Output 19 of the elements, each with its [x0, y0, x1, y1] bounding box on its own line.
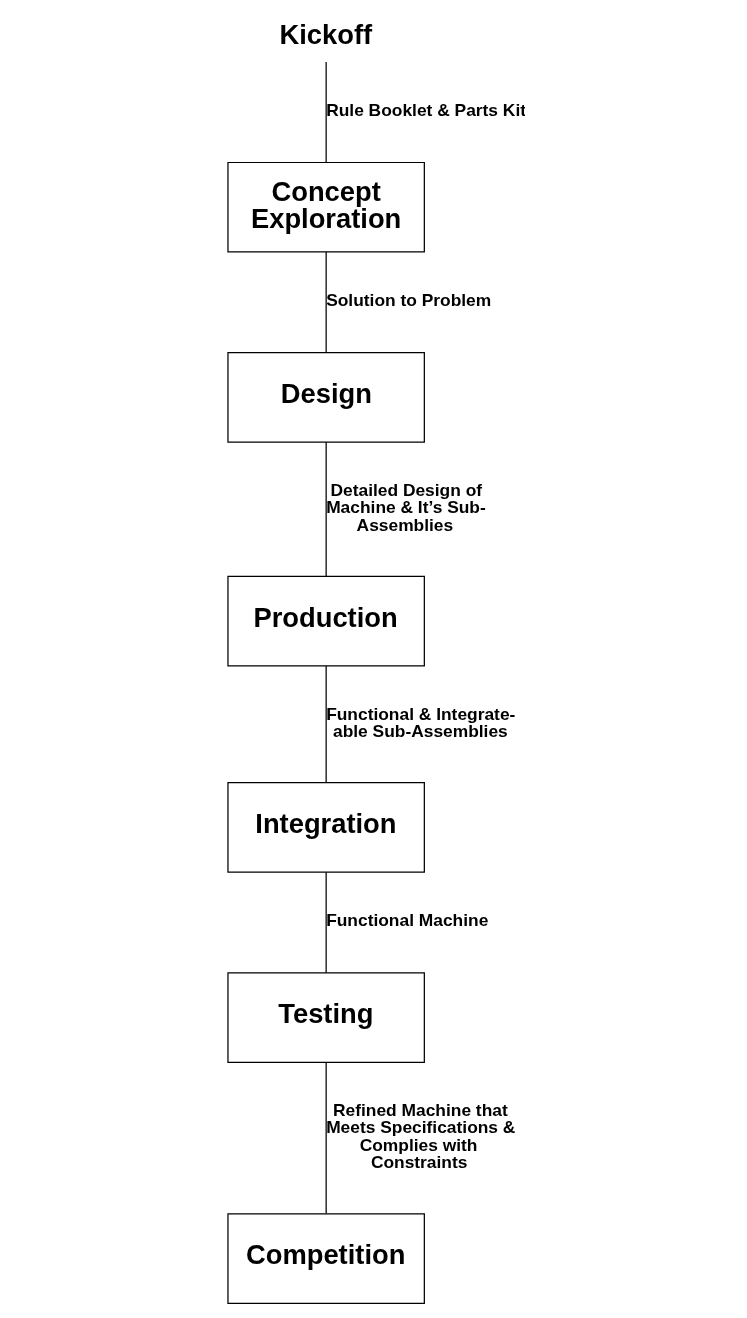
node-box: Concept Exploration: [226, 161, 425, 253]
connector: [325, 665, 327, 784]
node-box: Production: [226, 575, 425, 667]
node-box: Testing: [226, 972, 425, 1063]
connector: [325, 61, 327, 164]
connector: [325, 251, 327, 354]
edge-label: Functional & Integrate-able Sub-Assemblies: [325, 703, 515, 741]
edge-label: Solution to Problem: [325, 289, 491, 310]
node-text: Kickoff: [279, 18, 372, 50]
connector: [325, 871, 327, 974]
node-box: Competition: [226, 1213, 425, 1304]
edge-label: Detailed Design of Machine & It’s Sub-Assemblies: [325, 479, 486, 535]
edge-label: Rule Booklet & Parts Kit: [325, 99, 526, 120]
connector: [325, 441, 327, 577]
node-box: Integration: [226, 782, 425, 873]
connector: [325, 1061, 327, 1215]
node-box: Design: [226, 352, 425, 443]
edge-label: Functional Machine: [325, 909, 488, 930]
edge-label: Refined Machine that Meets Specifications & Complies with Constraints: [325, 1099, 515, 1173]
